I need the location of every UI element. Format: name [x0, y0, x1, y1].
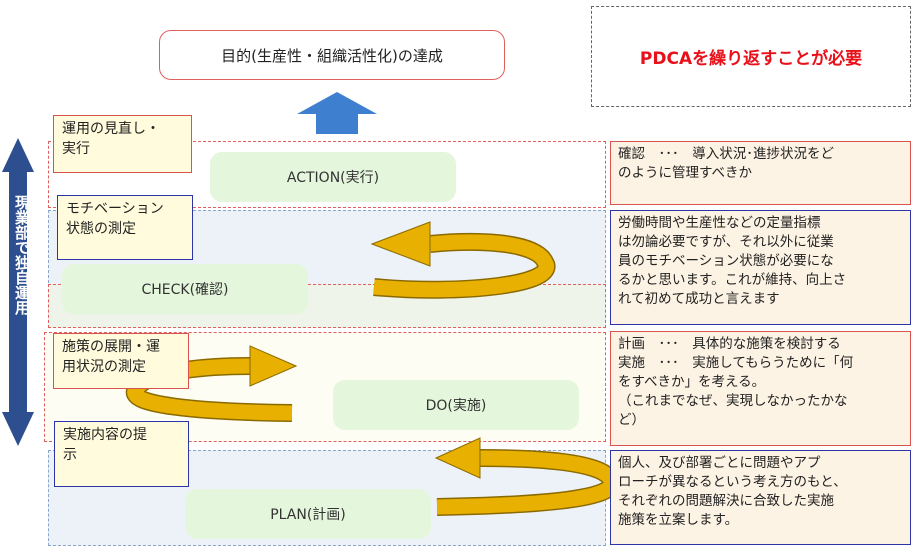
label-action-text: 運用の見直し・ 実行 [62, 121, 160, 157]
note-do-text: 計画 ･･･ 具体的な施策を検討する 実施 ･･･ 実施してもらうために「何 を… [618, 336, 854, 428]
note-check: 労働時間や生産性などの定量指標 は勿論必要ですが、それ以外に従業 員のモチベーシ… [610, 210, 911, 325]
vertical-label: 現業部で独自運用 [13, 195, 31, 315]
stage-plan: PLAN(計画) [185, 489, 431, 539]
goal-box: 目的(生産性・組織活性化)の達成 [159, 30, 505, 80]
label-check-text: モチベーション 状態の測定 [66, 201, 164, 237]
stage-do: DO(実施) [333, 380, 579, 430]
stage-do-text: DO(実施) [425, 398, 487, 414]
curve-arrow-check-icon [370, 221, 556, 299]
goal-text: 目的(生産性・組織活性化)の達成 [221, 46, 443, 65]
stage-check: CHECK(確認) [62, 264, 308, 314]
label-check: モチベーション 状態の測定 [57, 195, 193, 260]
stage-plan-text: PLAN(計画) [270, 507, 346, 523]
curve-arrow-do-icon [125, 345, 298, 422]
double-arrow-icon [2, 138, 34, 446]
label-plan-text: 実施内容の提 示 [63, 427, 147, 463]
note-action: 確認 ･･･ 導入状況･進捗状況をど のように管理すべきか [610, 141, 911, 205]
note-action-text: 確認 ･･･ 導入状況･進捗状況をど のように管理すべきか [618, 146, 834, 181]
label-do: 施策の展開・運 用状況の測定 [53, 333, 189, 389]
label-action: 運用の見直し・ 実行 [53, 115, 192, 173]
note-plan: 個人、及び部署ごとに問題やアプ ローチが異なるという考え方のもと、 それぞれの問… [610, 450, 911, 545]
note-plan-text: 個人、及び部署ごとに問題やアプ ローチが異なるという考え方のもと、 それぞれの問… [618, 455, 847, 528]
up-arrow-icon [297, 92, 377, 134]
note-check-text: 労働時間や生産性などの定量指標 は勿論必要ですが、それ以外に従業 員のモチベーシ… [618, 215, 847, 307]
curve-arrow-plan-icon [434, 437, 621, 516]
stage-check-text: CHECK(確認) [141, 282, 229, 298]
label-do-text: 施策の展開・運 用状況の測定 [62, 339, 160, 375]
callout-text: PDCAを繰り返すことが必要 [639, 49, 863, 69]
callout-box: PDCAを繰り返すことが必要 [591, 6, 911, 107]
note-do: 計画 ･･･ 具体的な施策を検討する 実施 ･･･ 実施してもらうために「何 を… [610, 331, 911, 446]
label-plan: 実施内容の提 示 [54, 421, 189, 487]
stage-action-text: ACTION(実行) [286, 170, 380, 186]
stage-action: ACTION(実行) [210, 152, 456, 202]
